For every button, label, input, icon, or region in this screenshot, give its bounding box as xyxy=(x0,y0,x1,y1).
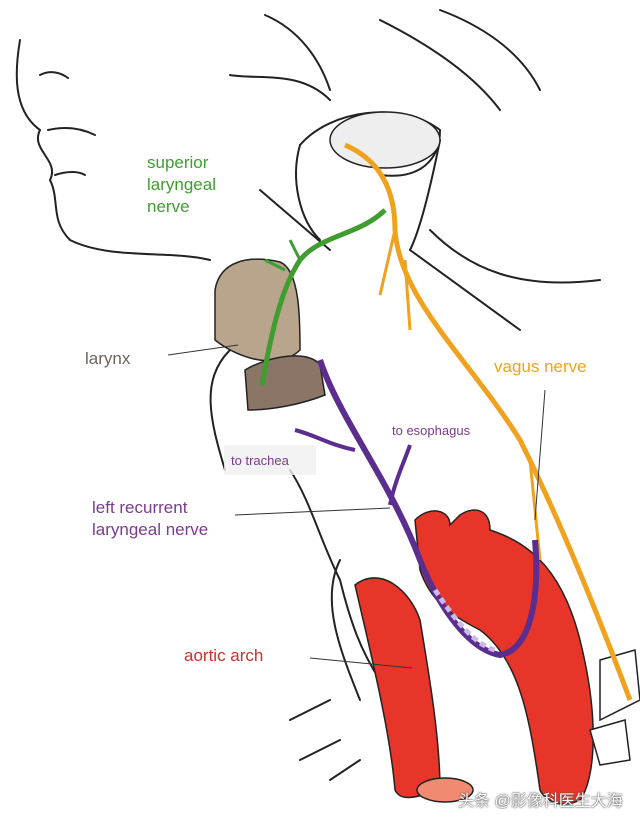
larynx-label: larynx xyxy=(85,349,131,368)
left-recurrent-label: left recurrent laryngeal nerve xyxy=(92,497,208,541)
aorta-ascending xyxy=(354,577,441,799)
aorta-cut-end xyxy=(416,777,474,803)
label-line: superior xyxy=(147,153,209,172)
label-line: left recurrent xyxy=(92,498,188,517)
aortic-arch-shape xyxy=(414,509,594,805)
vagus-nerve-label: vagus nerve xyxy=(494,357,587,376)
left-recurrent-laryngeal-nerve xyxy=(317,359,540,659)
cricoid-shape xyxy=(244,355,326,411)
superior-laryngeal-branches xyxy=(264,239,302,272)
leader-lines xyxy=(167,344,546,669)
vagus-nerve xyxy=(343,142,633,701)
vessel-stubs xyxy=(589,649,640,766)
aortic-arch-label: aortic arch xyxy=(184,646,264,665)
nerve-behind-arch xyxy=(432,588,496,653)
superior-laryngeal-label: superior laryngeal nerve xyxy=(147,152,216,218)
head-outline xyxy=(15,9,601,781)
trachea-label-box xyxy=(224,445,316,475)
label-line: laryngeal xyxy=(147,175,216,194)
to-esophagus-label: to esophagus xyxy=(392,423,471,438)
label-line: nerve xyxy=(147,197,190,216)
to-trachea-label: to trachea xyxy=(231,453,289,468)
larynx-shape xyxy=(214,258,301,362)
superior-laryngeal-nerve xyxy=(259,208,387,386)
watermark: 头条 @影像科医生大海 xyxy=(458,793,623,810)
vagus-branches xyxy=(378,229,542,561)
label-line: laryngeal nerve xyxy=(92,520,209,539)
vertebra-shape xyxy=(329,111,441,169)
recurrent-branches xyxy=(294,428,412,506)
